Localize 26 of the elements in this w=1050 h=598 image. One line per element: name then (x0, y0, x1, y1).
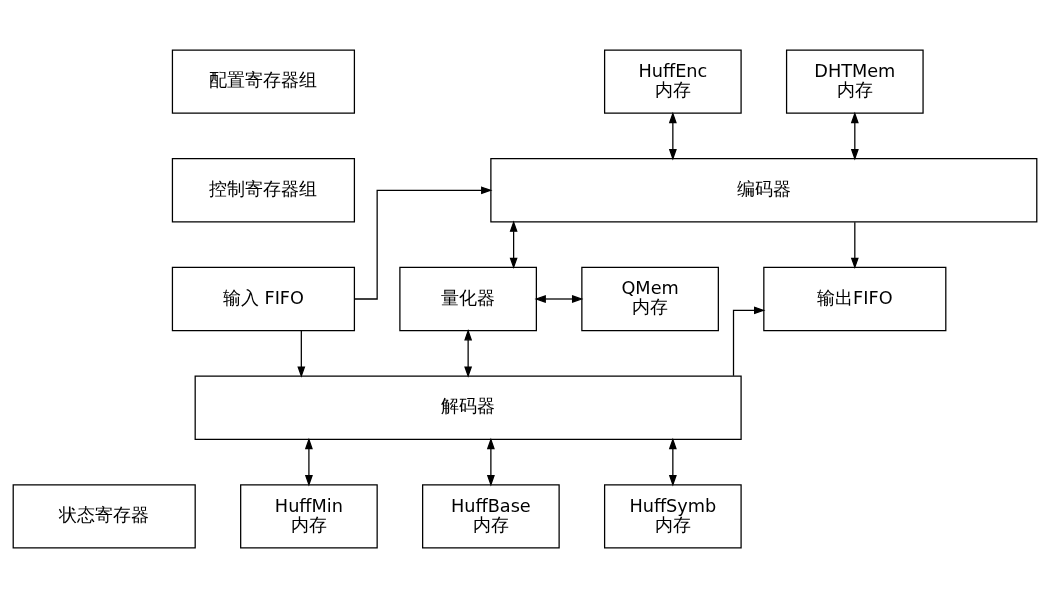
arrow (534, 295, 584, 303)
node-box: HuffEnc 内存 (604, 49, 742, 114)
arrow (732, 306, 766, 377)
arrow (668, 111, 677, 161)
arrow (297, 330, 306, 378)
node-box: 解码器 (194, 375, 742, 440)
arrow (354, 186, 493, 300)
arrow (850, 221, 859, 270)
node-box: 配置寄存器组 (171, 49, 356, 114)
arrow (850, 111, 859, 161)
arrow (304, 437, 313, 487)
arrow (464, 329, 473, 378)
node-box: HuffMin 内存 (240, 484, 378, 549)
arrow (509, 220, 518, 270)
node-box: 量化器 (399, 266, 537, 332)
node-box: 输入 FIFO (171, 266, 356, 332)
arrow (486, 437, 495, 487)
arrow (668, 437, 677, 487)
node-box: 编码器 (490, 158, 1038, 223)
node-box: DHTMem 内存 (785, 49, 924, 114)
node-box: HuffBase 内存 (422, 484, 560, 549)
node-box: 状态寄存器 (12, 484, 196, 549)
node-box: 输出FIFO (763, 266, 947, 332)
node-box: HuffSymb 内存 (604, 484, 742, 549)
node-box: 控制寄存器组 (171, 158, 356, 223)
node-box: QMem 内存 (581, 266, 719, 332)
